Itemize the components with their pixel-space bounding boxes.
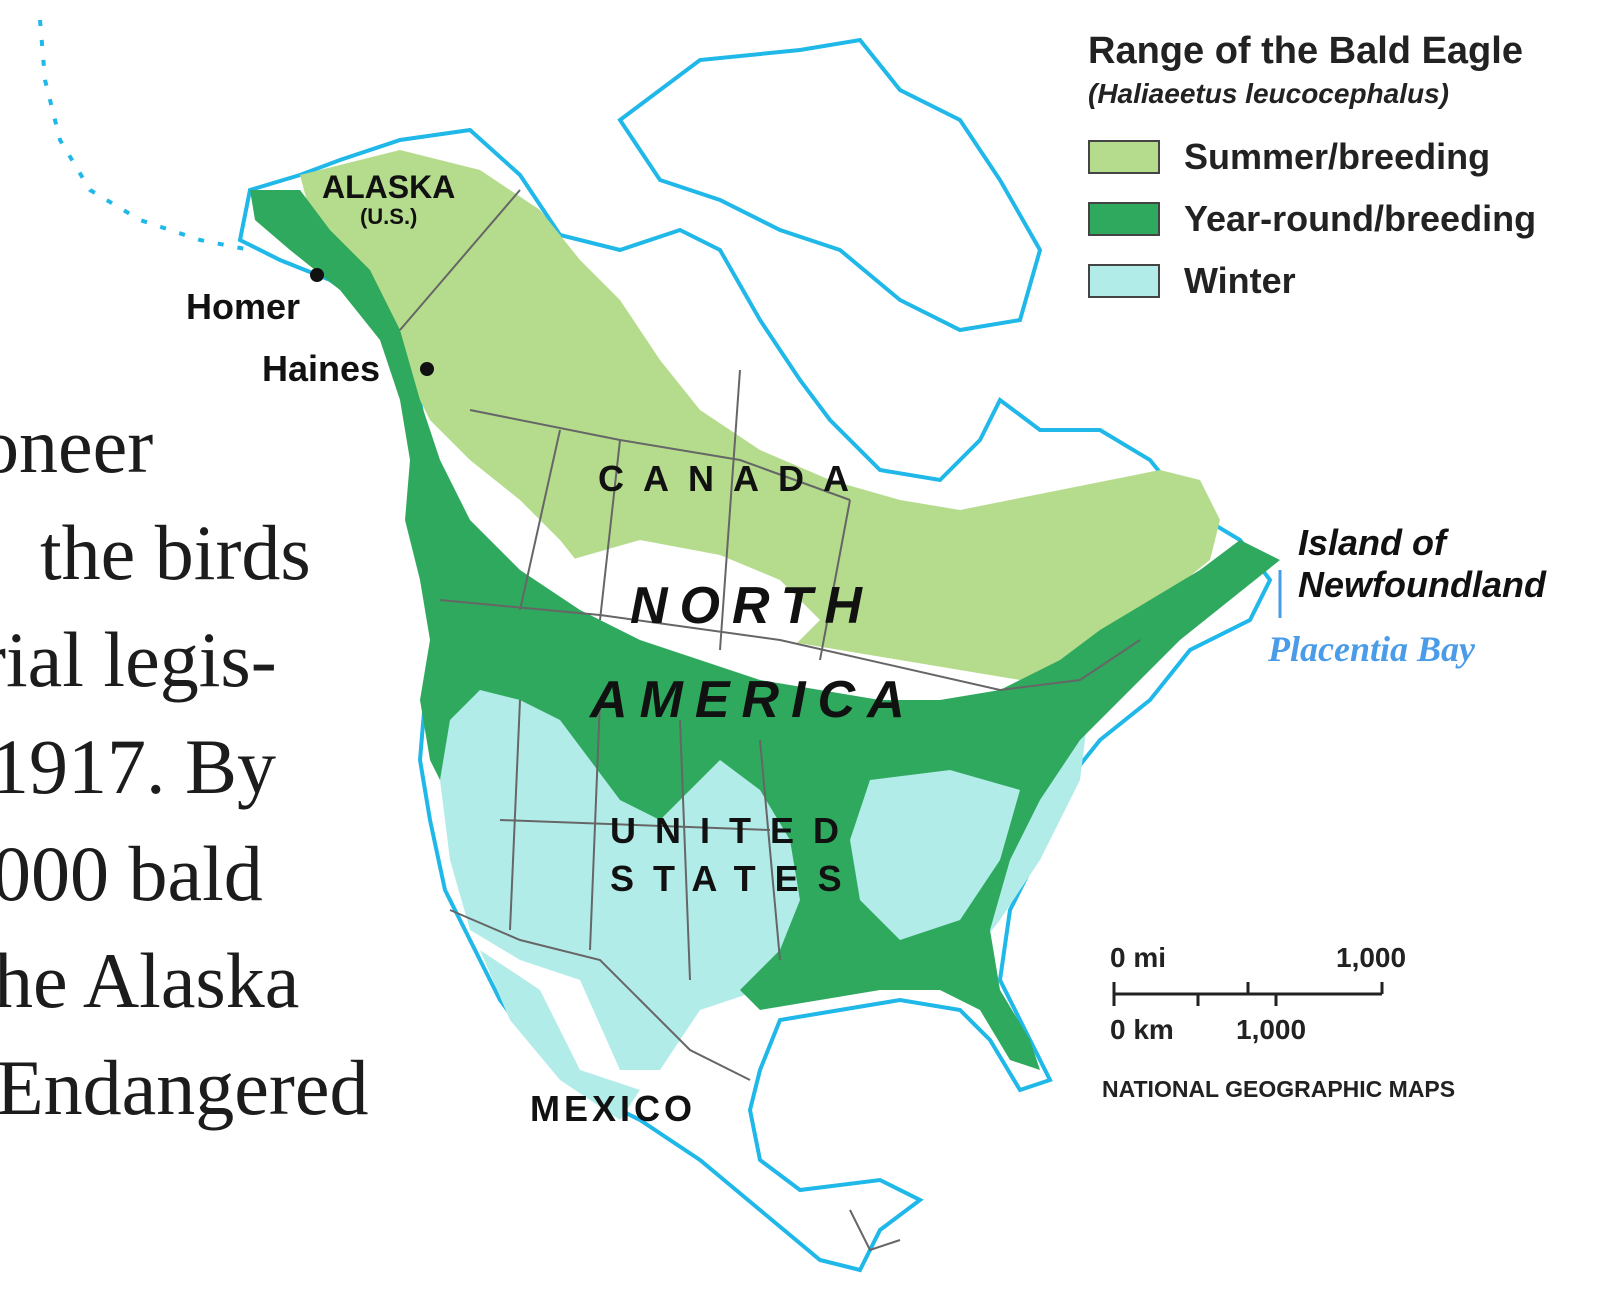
city-dot-haines: [420, 362, 434, 376]
label-united: UNITED: [610, 810, 858, 851]
scale-km-label: 0 km: [1110, 1014, 1174, 1045]
political-borders: [399, 189, 1141, 1252]
label-alaska: ALASKA (U.S.): [322, 169, 456, 232]
aleutian-islands: [38, 19, 251, 252]
legend-item-winter: Winter: [1088, 250, 1536, 312]
island-line-2: Newfoundland: [1298, 564, 1546, 605]
summer-range: [300, 150, 1220, 680]
label-states: STATES: [610, 858, 861, 899]
body-line: 000 bald: [0, 830, 263, 917]
legend-label: Year-round/breeding: [1184, 198, 1537, 239]
alaska-text: ALASKA: [322, 169, 456, 205]
label-haines: Haines: [262, 348, 381, 389]
scale-bar-graphic: [1112, 982, 1384, 1006]
label-island-of-newfoundland: Island of Newfoundland: [1298, 522, 1546, 606]
label-america: AMERICA: [590, 671, 917, 729]
scale-km-value: 1,000: [1236, 1014, 1307, 1045]
label-canada: CANADA: [598, 458, 868, 499]
legend-title: Range of the Bald Eagle: [1088, 30, 1523, 72]
arctic-islands: [617, 37, 1043, 333]
body-line: Endangered: [0, 1044, 369, 1131]
year-round-range: [250, 190, 1280, 1070]
winter-range-east: [850, 770, 1020, 940]
body-line: rial legis-: [0, 616, 277, 703]
range-gap: [565, 540, 820, 660]
legend-swatch: [1088, 202, 1160, 236]
label-homer: Homer: [186, 286, 301, 327]
body-line: the birds: [40, 509, 311, 596]
body-line: he Alaska: [0, 937, 300, 1024]
alaska-sub-text: (U.S.): [359, 204, 418, 229]
legend-item-summer: Summer/breeding: [1088, 126, 1536, 188]
legend-subtitle: (Haliaeetus leucocephalus): [1088, 78, 1450, 109]
article-body-text: oneer the birds rial legis- 1917. By 000…: [0, 392, 420, 1141]
map-credit: NATIONAL GEOGRAPHIC MAPS: [1102, 1076, 1456, 1102]
scale-mi-label: 0 mi: [1110, 942, 1167, 973]
scale-mi-value: 1,000: [1336, 942, 1407, 973]
label-north: NORTH: [630, 577, 874, 635]
legend-item-year-round: Year-round/breeding: [1088, 188, 1536, 250]
city-dot-homer: [310, 268, 324, 282]
legend-label: Winter: [1184, 260, 1296, 301]
legend-swatch: [1088, 264, 1160, 298]
legend-label: Summer/breeding: [1184, 136, 1491, 177]
legend-swatch: [1088, 140, 1160, 174]
winter-range-mexico: [480, 950, 640, 1120]
island-line-1: Island of: [1298, 522, 1447, 563]
body-line: oneer: [0, 402, 154, 489]
body-line: 1917. By: [0, 723, 277, 810]
label-mexico: MEXICO: [530, 1088, 697, 1129]
map-legend: Range of the Bald Eagle (Haliaeetus leuc…: [1088, 28, 1536, 312]
label-placentia-bay: Placentia Bay: [1268, 629, 1475, 669]
